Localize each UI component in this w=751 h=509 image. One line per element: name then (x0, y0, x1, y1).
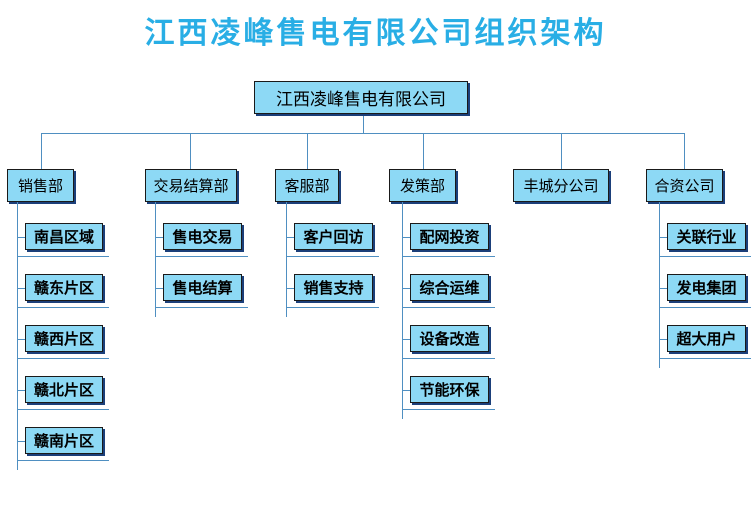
sub-branch-line (155, 236, 163, 238)
sub-branch-line (155, 287, 163, 289)
sub-separator-line (659, 358, 751, 359)
sub-unit-box: 综合运维 (410, 274, 489, 301)
root-connector (363, 114, 364, 133)
sub-separator-line (286, 256, 379, 257)
sub-branch-line (17, 389, 25, 391)
sub-separator-line (402, 358, 495, 359)
department-connector (190, 133, 191, 169)
sub-unit-box: 节能环保 (410, 376, 489, 403)
department-box: 客服部 (275, 169, 339, 202)
sub-separator-line (17, 409, 109, 410)
sub-unit-box: 赣东片区 (25, 274, 103, 301)
sub-unit-box: 赣北片区 (25, 376, 103, 403)
department-box: 销售部 (7, 169, 74, 202)
department-connector (423, 133, 424, 169)
department-box: 发策部 (389, 169, 456, 202)
sub-separator-line (155, 256, 248, 257)
sub-unit-box: 南昌区域 (25, 223, 103, 250)
department-box: 交易结算部 (145, 169, 237, 202)
root-box: 江西凌峰售电有限公司 (254, 81, 468, 114)
sub-branch-line (286, 236, 294, 238)
department-box: 丰城分公司 (513, 169, 609, 202)
sub-unit-box: 售电交易 (163, 223, 242, 250)
sub-unit-box: 赣西片区 (25, 325, 103, 352)
chart-title: 江西凌峰售电有限公司组织架构 (144, 16, 607, 51)
sub-branch-line (402, 236, 410, 238)
sub-separator-line (402, 409, 495, 410)
sub-unit-box: 客户回访 (294, 223, 373, 250)
sub-branch-line (659, 236, 667, 238)
department-connector (561, 133, 562, 169)
sub-branch-line (402, 389, 410, 391)
sub-branch-line (17, 236, 25, 238)
sub-separator-line (17, 358, 109, 359)
sub-spine-line (659, 202, 660, 368)
sub-separator-line (402, 307, 495, 308)
sub-unit-box: 售电结算 (163, 274, 242, 301)
department-connector (41, 133, 42, 169)
sub-branch-line (286, 287, 294, 289)
sub-branch-line (17, 440, 25, 442)
sub-unit-box: 销售支持 (294, 274, 373, 301)
sub-branch-line (17, 338, 25, 340)
sub-branch-line (17, 287, 25, 289)
sub-spine-line (155, 202, 156, 317)
sub-separator-line (659, 256, 751, 257)
sub-unit-box: 赣南片区 (25, 427, 103, 454)
department-bus-line (41, 133, 685, 134)
sub-separator-line (17, 307, 109, 308)
department-box: 合资公司 (646, 169, 723, 202)
sub-unit-box: 设备改造 (410, 325, 489, 352)
sub-separator-line (17, 256, 109, 257)
sub-separator-line (659, 307, 751, 308)
department-connector (307, 133, 308, 169)
sub-separator-line (155, 307, 248, 308)
sub-separator-line (17, 460, 109, 461)
sub-branch-line (659, 287, 667, 289)
sub-unit-box: 发电集团 (667, 274, 746, 301)
sub-unit-box: 配网投资 (410, 223, 489, 250)
sub-branch-line (402, 287, 410, 289)
sub-spine-line (286, 202, 287, 317)
sub-separator-line (286, 307, 379, 308)
sub-separator-line (402, 256, 495, 257)
sub-unit-box: 关联行业 (667, 223, 746, 250)
sub-branch-line (402, 338, 410, 340)
sub-spine-line (402, 202, 403, 419)
department-connector (684, 133, 685, 169)
sub-unit-box: 超大用户 (667, 325, 746, 352)
sub-branch-line (659, 338, 667, 340)
sub-spine-line (17, 202, 18, 470)
